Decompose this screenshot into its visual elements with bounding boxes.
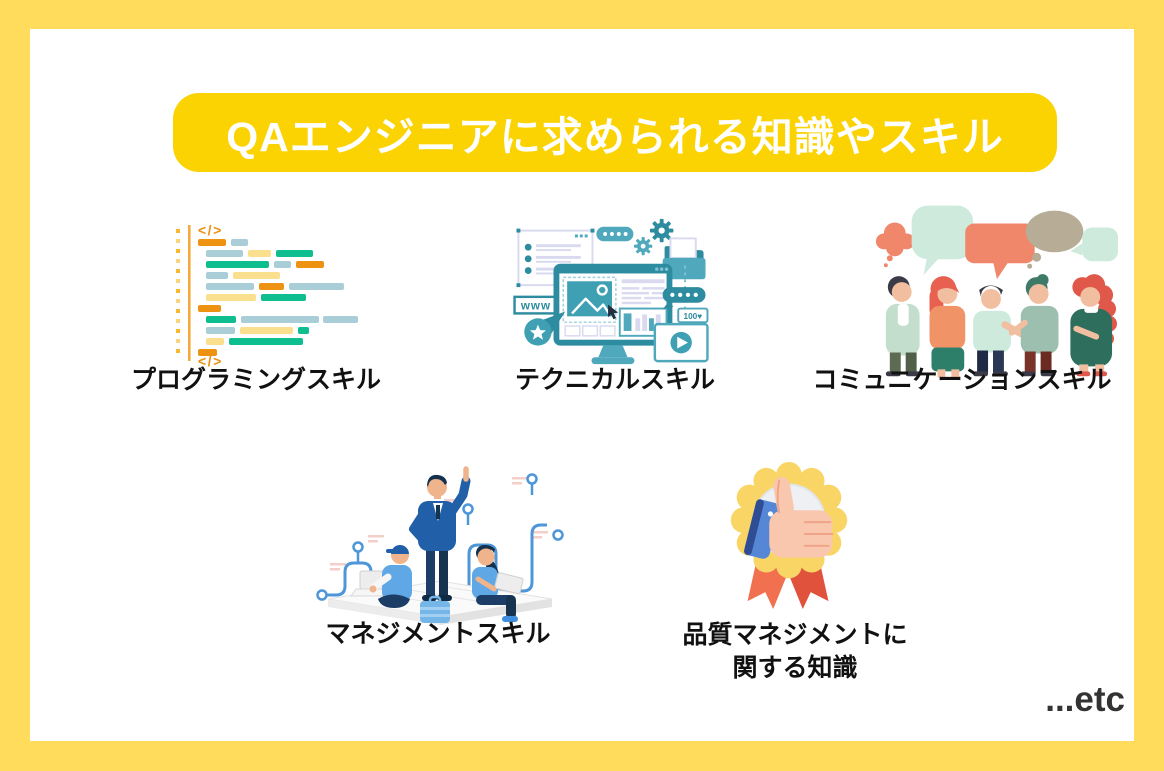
etc-label: ...etc xyxy=(1045,680,1125,719)
people-talking-icon xyxy=(868,201,1118,379)
person-2 xyxy=(929,276,966,378)
folder-icon xyxy=(662,237,706,280)
skill-label-programming: プログラミングスキル xyxy=(130,366,381,394)
person-1 xyxy=(885,276,921,377)
people-talking-icon xyxy=(875,205,1118,378)
skill-label-technical: テクニカルスキル xyxy=(514,366,715,394)
skill-label-management: マネジメントスキル xyxy=(325,620,551,648)
sitting-man xyxy=(350,545,412,608)
poster-title: QAエンジニアに求められる知識やスキル xyxy=(226,113,1004,160)
speech-bubble-coral xyxy=(965,223,1035,280)
skill-label-quality-line1: 品質マネジメントに xyxy=(682,621,908,649)
star-badge-icon xyxy=(524,311,566,346)
likes-label: 100♥ xyxy=(683,312,702,321)
standing-manager xyxy=(409,466,471,601)
gear-icon xyxy=(649,218,674,243)
sitting-woman xyxy=(472,545,524,622)
cursor-icon xyxy=(608,304,619,320)
team-management-icon xyxy=(316,435,564,625)
www-label: www xyxy=(520,300,551,313)
poster-card: QAエンジニアに求められる知識やスキル xyxy=(30,29,1134,741)
code-editor-icon: </> </> xyxy=(176,222,358,369)
video-player-icon xyxy=(653,322,709,363)
web-development-monitor-icon: www xyxy=(510,215,712,367)
gear-icon xyxy=(634,237,653,256)
thumbs-up-icon xyxy=(744,477,834,559)
code-tag-bottom: </> xyxy=(198,353,223,369)
code-editor-icon: </> </> xyxy=(176,221,384,369)
web-development-monitor-icon: www xyxy=(513,218,709,365)
team-management-icon xyxy=(316,466,564,625)
person-3 xyxy=(973,285,1032,377)
briefcase xyxy=(420,595,450,623)
skill-label-communication: コミュニケーションスキル xyxy=(812,366,1112,394)
title-banner: QAエンジニアに求められる知識やスキル xyxy=(173,93,1057,172)
quality-thumbs-up-badge-icon xyxy=(714,449,862,615)
skill-label-quality: 品質マネジメントに 関する知識 xyxy=(670,619,920,685)
thought-bubble-taupe xyxy=(1025,210,1084,269)
person-4 xyxy=(1008,274,1059,377)
quality-thumbs-up-badge-icon xyxy=(730,461,848,609)
skill-label-quality-line2: 関する知識 xyxy=(732,654,858,682)
person-5 xyxy=(1070,274,1118,377)
speech-bubble-cloud xyxy=(875,222,915,268)
speech-bubble-mint-small xyxy=(1070,227,1118,262)
code-tag-top: </> xyxy=(198,222,223,238)
speech-bubble-mint-large xyxy=(911,205,974,276)
